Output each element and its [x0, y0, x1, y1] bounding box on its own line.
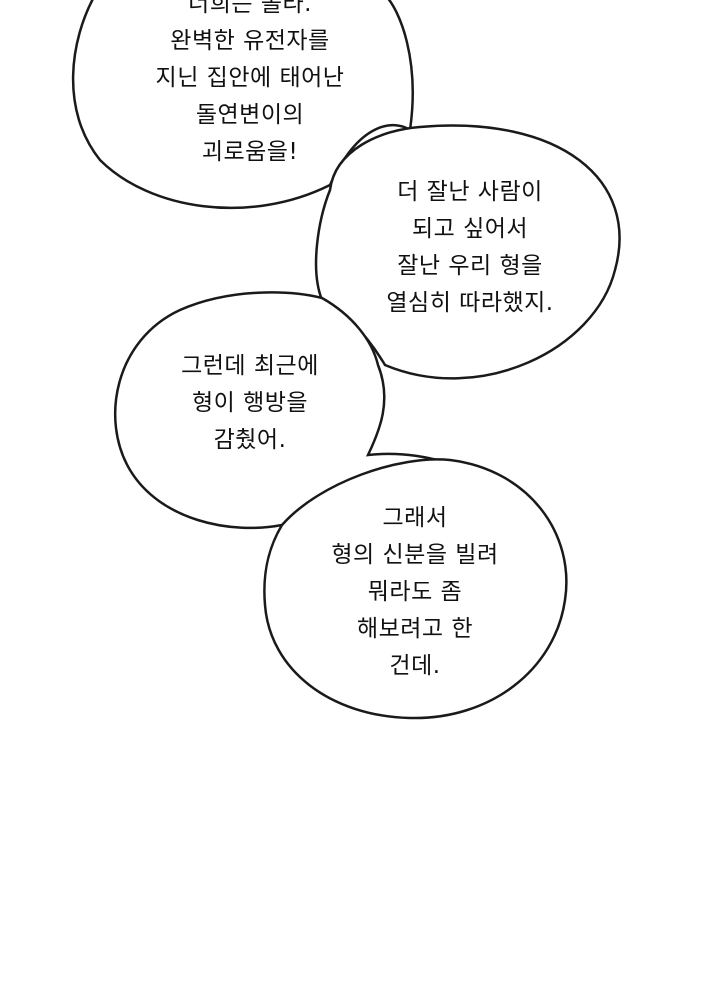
speech-bubble-3-text: 그런데 최근에 형이 행방을 감췄어.	[100, 348, 400, 459]
speech-bubble-1-text: 너희는 몰라. 완벽한 유전자를 지닌 집안에 태어난 돌연변이의 괴로움을!	[100, 0, 400, 171]
speech-line: 지닌 집안에 태어난	[155, 65, 345, 91]
speech-line: 완벽한 유전자를	[170, 28, 330, 54]
speech-line: 그래서	[382, 505, 448, 531]
speech-bubble-4-text: 그래서 형의 신분을 빌려 뭐라도 좀 해보려고 한 건데.	[265, 500, 565, 685]
speech-line: 뭐라도 좀	[367, 579, 463, 605]
speech-line: 그런데 최근에	[181, 353, 319, 379]
speech-line: 감췄어.	[213, 427, 287, 453]
speech-line: 돌연변이의	[195, 102, 305, 128]
speech-line: 형이 행방을	[191, 390, 309, 416]
speech-line: 되고 싶어서	[411, 216, 529, 242]
speech-bubble-4-shape	[263, 458, 568, 720]
speech-line: 잘난 우리 형을	[397, 253, 543, 279]
speech-line: 더 잘난 사람이	[397, 179, 543, 205]
speech-line: 해보려고 한	[356, 616, 474, 642]
speech-line: 괴로움을!	[201, 139, 299, 165]
speech-line: 열심히 따라했지.	[386, 290, 554, 316]
speech-bubble-1-shape	[71, 0, 414, 210]
speech-line: 건데.	[389, 653, 441, 679]
speech-line: 너희는 몰라.	[188, 0, 312, 17]
speech-bubble-2-text: 더 잘난 사람이 되고 싶어서 잘난 우리 형을 열심히 따라했지.	[320, 174, 620, 322]
speech-line: 형의 신분을 빌려	[331, 542, 499, 568]
